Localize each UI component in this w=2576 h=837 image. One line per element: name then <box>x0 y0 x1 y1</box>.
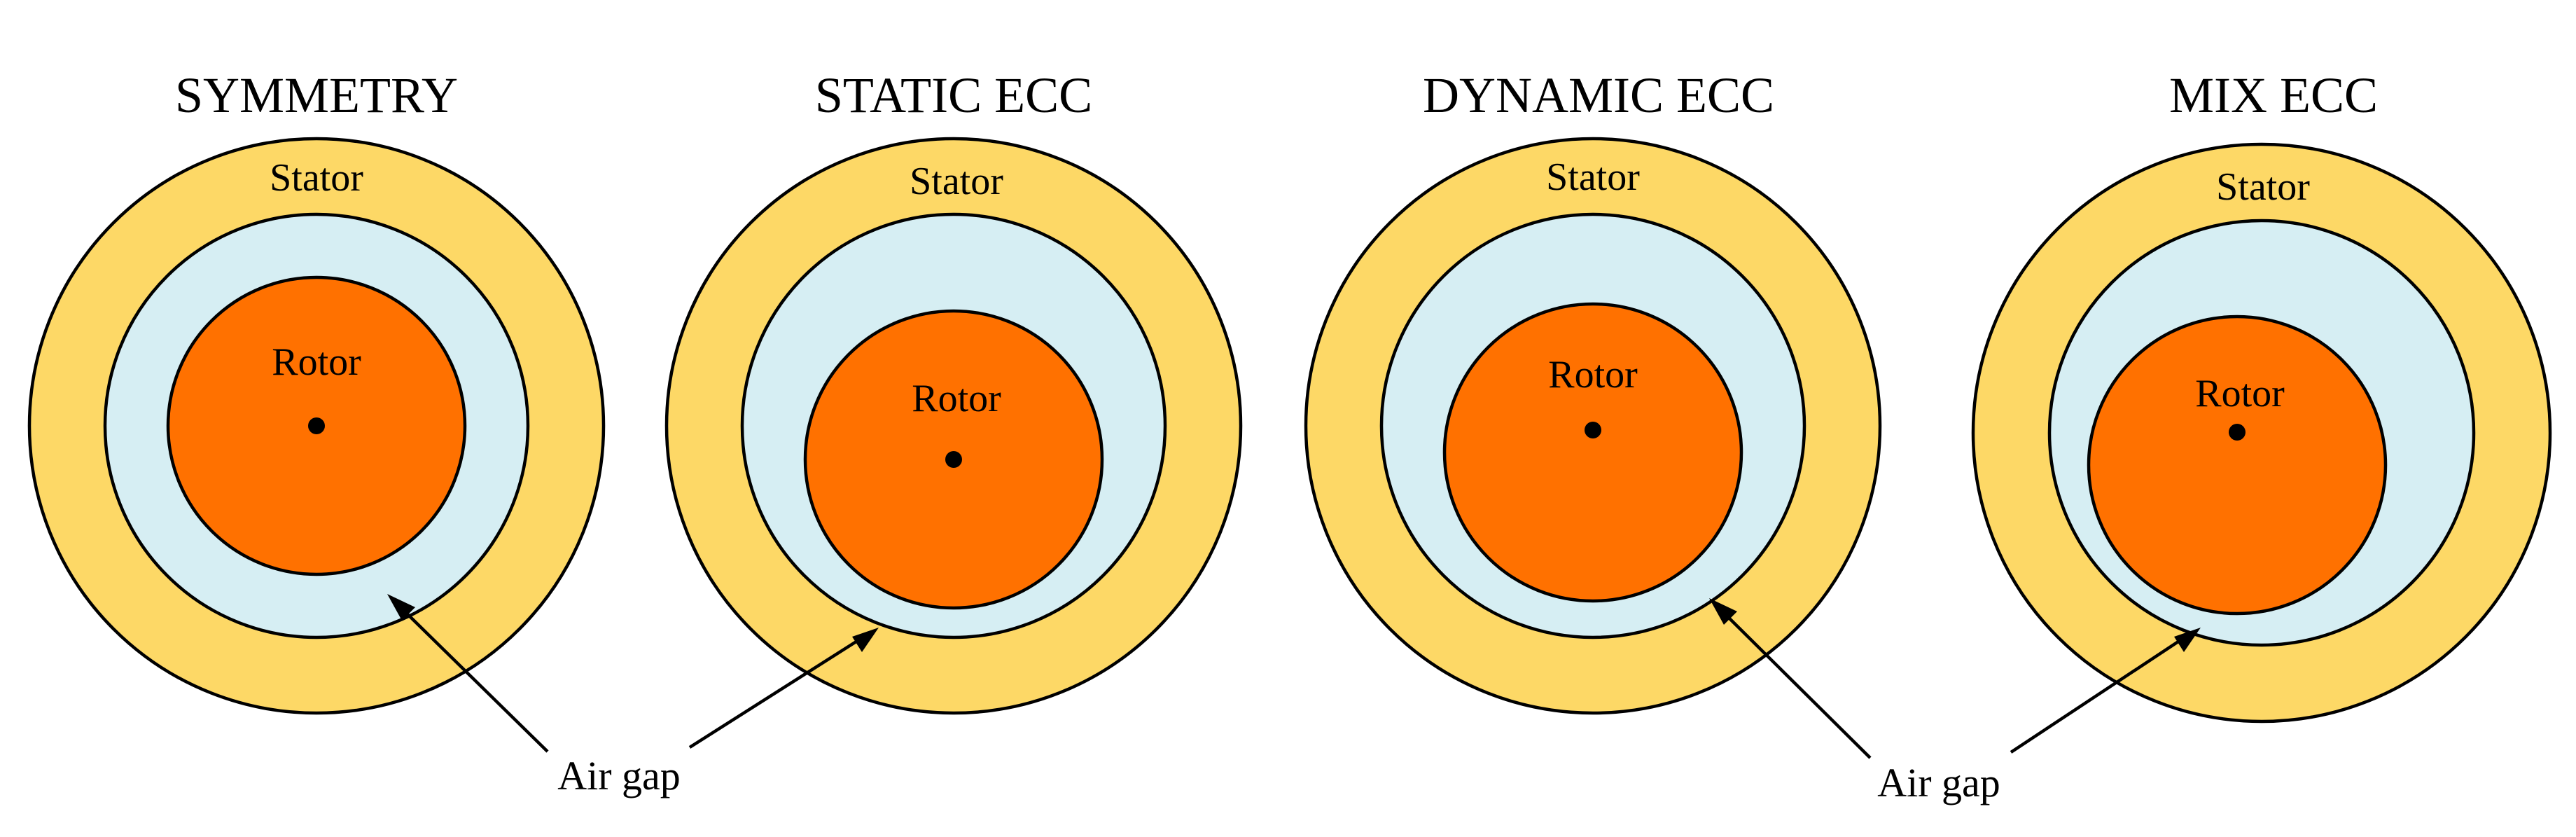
arrow-line <box>2010 639 2182 754</box>
arrow-line <box>403 609 549 753</box>
arrow-head-icon <box>387 594 415 621</box>
panel-symmetry: SYMMETRY Stator Rotor <box>27 67 606 715</box>
rotor-disc <box>2087 314 2388 616</box>
air-gap-callout-left: Air gap <box>387 594 879 798</box>
panel-title: SYMMETRY <box>175 67 458 123</box>
panel-static-ecc: STATIC ECC Stator Rotor <box>664 67 1243 715</box>
rotor-label: Rotor <box>912 377 1001 420</box>
stator-label: Stator <box>2216 165 2310 209</box>
panel-title: STATIC ECC <box>815 67 1092 123</box>
panel-mix-ecc: MIX ECC Stator Rotor <box>1971 67 2552 724</box>
arrow-line <box>1725 614 1872 759</box>
rotor-center-dot <box>1585 422 1601 438</box>
air-gap-callout-right: Air gap <box>1709 598 2201 805</box>
rotor-center-dot <box>2229 424 2246 441</box>
rotor-disc <box>1442 302 1743 603</box>
rotor-label: Rotor <box>1548 353 1638 396</box>
rotor-center-dot <box>308 417 325 434</box>
panel-title: MIX ECC <box>2169 67 2378 123</box>
rotor-label: Rotor <box>272 340 361 384</box>
panel-title: DYNAMIC ECC <box>1423 67 1774 123</box>
stator-label: Stator <box>270 156 363 200</box>
rotor-label: Rotor <box>2195 372 2285 415</box>
arrow-line <box>688 639 860 749</box>
air-gap-label: Air gap <box>557 753 681 798</box>
stator-label: Stator <box>1546 155 1640 199</box>
air-gap-label: Air gap <box>1877 760 2000 805</box>
stator-label: Stator <box>910 160 1003 203</box>
arrow-head-icon <box>2174 628 2201 652</box>
panel-dynamic-ecc: DYNAMIC ECC Stator Rotor <box>1304 67 1882 715</box>
arrow-head-icon <box>1709 598 1737 625</box>
rotor-center-dot <box>945 451 962 468</box>
arrow-head-icon <box>852 628 879 652</box>
